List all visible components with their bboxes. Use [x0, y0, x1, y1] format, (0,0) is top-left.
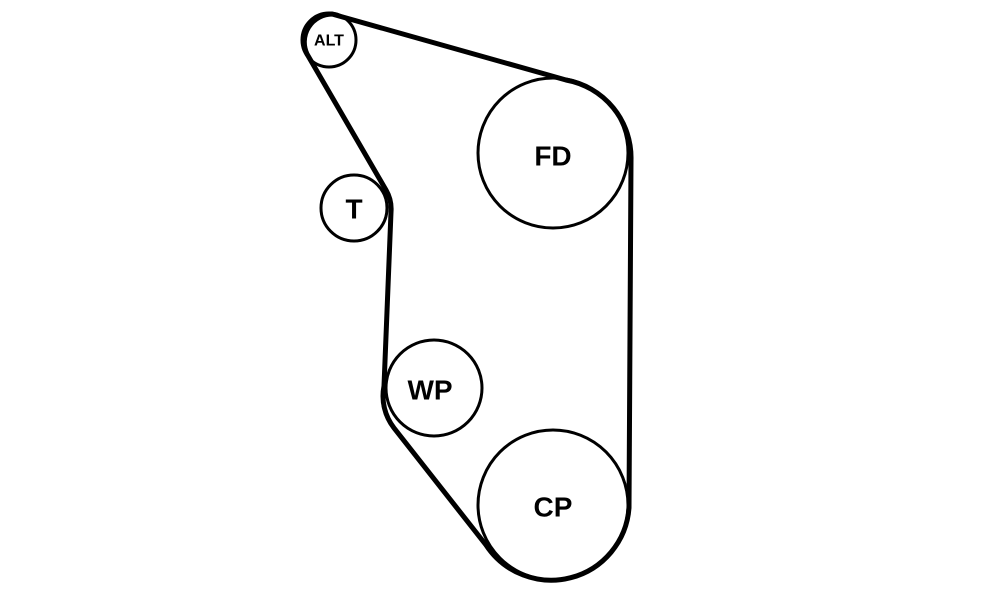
pulley-alt: ALT [300, 11, 358, 69]
drive-belt [301, 11, 634, 583]
pulley-tensioner: T [319, 173, 389, 243]
pulley-label-t: T [345, 194, 362, 225]
pulley-label-fd: FD [534, 141, 571, 172]
pulley-label-wp: WP [407, 375, 452, 406]
pulley-wp: WP [384, 338, 484, 438]
pulley-fd: FD [476, 76, 630, 230]
pulley-label-cp: CP [534, 492, 573, 523]
pulley-label-alt: ALT [314, 33, 344, 50]
pulley-cp: CP [476, 428, 630, 582]
